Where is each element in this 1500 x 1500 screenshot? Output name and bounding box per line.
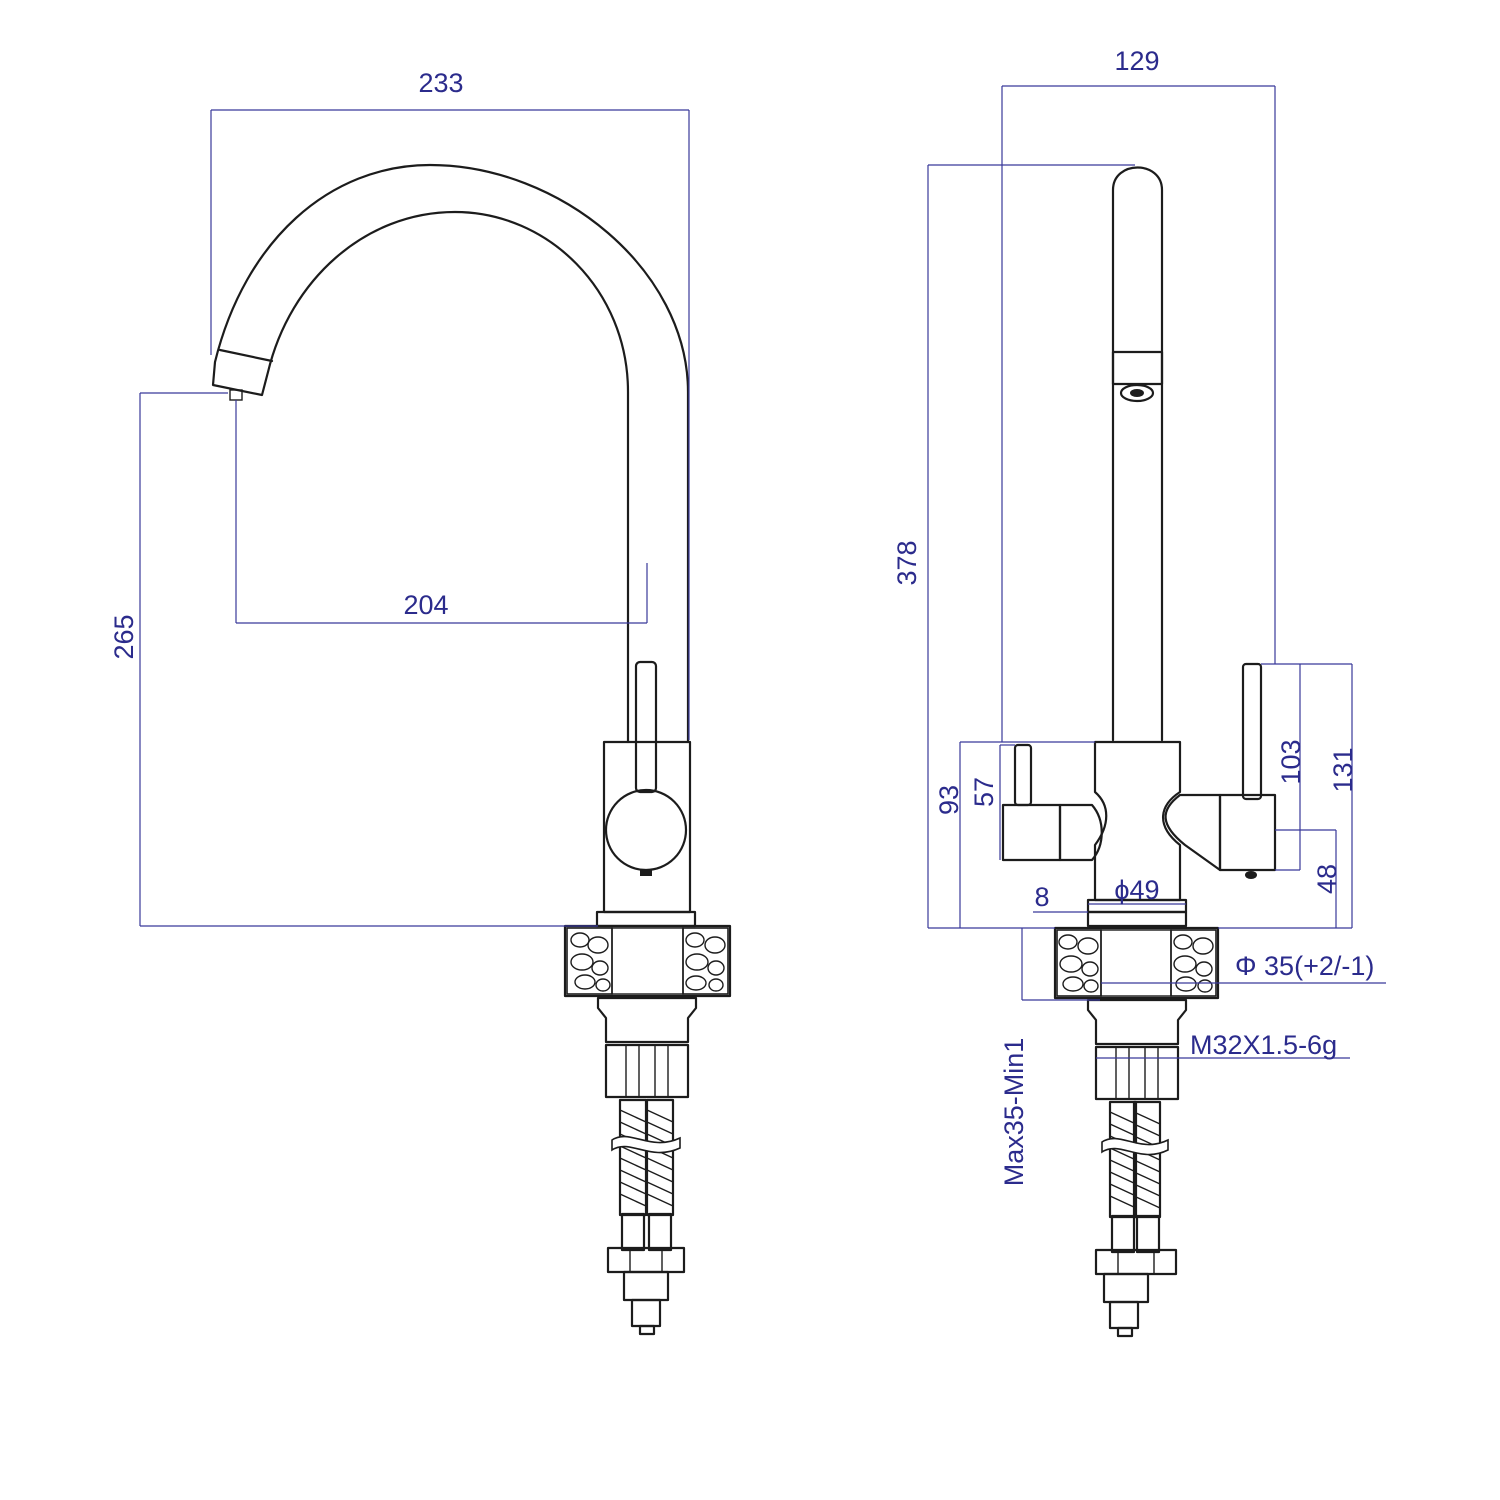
dim-93-label: 93 (934, 785, 964, 815)
dim-thread: M32X1.5-6g (1096, 1030, 1350, 1060)
left-lever (1013, 743, 1033, 807)
front-view: 129 378 93 57 103 (892, 46, 1386, 1338)
dim-103-label: 103 (1276, 739, 1306, 784)
aerator-band (1111, 350, 1164, 386)
left-handle-block (1001, 803, 1062, 862)
dim-265: 265 (109, 392, 598, 927)
dim-8: 8 (1033, 882, 1088, 913)
spout-outline (211, 163, 690, 744)
right-handle-block (1218, 793, 1277, 872)
dim-233: 233 (210, 68, 690, 740)
countertop-section (563, 924, 732, 998)
right-lever (1241, 662, 1263, 801)
dim-129: 129 (1001, 46, 1276, 742)
dim-counter-thickness-label: Max35-Min1 (999, 1038, 1029, 1187)
set-screw (640, 870, 652, 876)
dim-378: 378 (892, 164, 1135, 929)
dim-thread-label: M32X1.5-6g (1190, 1030, 1337, 1060)
lever-handle (634, 660, 658, 794)
dim-48: 48 (1275, 829, 1342, 928)
cartridge-cap (604, 788, 688, 872)
mounting-nut (604, 1043, 690, 1099)
dim-phi49: ϕ49 (1088, 875, 1186, 905)
aerator-outlet (1119, 383, 1155, 403)
supply-hoses (606, 1098, 686, 1336)
dim-counter-thickness: Max35-Min1 (999, 928, 1100, 1186)
supply-hoses (1094, 1100, 1178, 1338)
shank (1086, 998, 1188, 1046)
dim-131-label: 131 (1328, 747, 1358, 792)
dim-204: 204 (235, 400, 648, 624)
dim-57: 57 (969, 744, 1015, 860)
dim-131: 131 (1218, 664, 1358, 929)
dim-103: 103 (1261, 663, 1352, 871)
dim-phi35-label: Φ 35(+2/-1) (1235, 951, 1374, 981)
base-ring (595, 910, 697, 928)
dim-phi35: Φ 35(+2/-1) (1101, 951, 1386, 984)
dim-48-label: 48 (1312, 864, 1342, 894)
body (602, 740, 692, 914)
dim-phi49-label: ϕ49 (1114, 875, 1159, 905)
side-view: 233 204 265 (109, 68, 732, 1336)
dim-265-label: 265 (109, 614, 139, 659)
left-handle-neck (1058, 803, 1103, 862)
dim-378-label: 378 (892, 540, 922, 585)
spout-vertical (1111, 166, 1164, 742)
dim-57-label: 57 (969, 777, 999, 807)
mounting-nut (1094, 1045, 1180, 1101)
dim-233-label: 233 (418, 68, 463, 98)
dim-129-label: 129 (1114, 46, 1159, 76)
right-handle-neck (1164, 793, 1222, 872)
aerator-line (218, 348, 274, 363)
dim-8-label: 8 (1034, 882, 1049, 912)
shank (596, 996, 698, 1044)
dim-93: 93 (934, 741, 1095, 928)
countertop-section (1053, 926, 1220, 1000)
dim-204-label: 204 (403, 590, 448, 620)
